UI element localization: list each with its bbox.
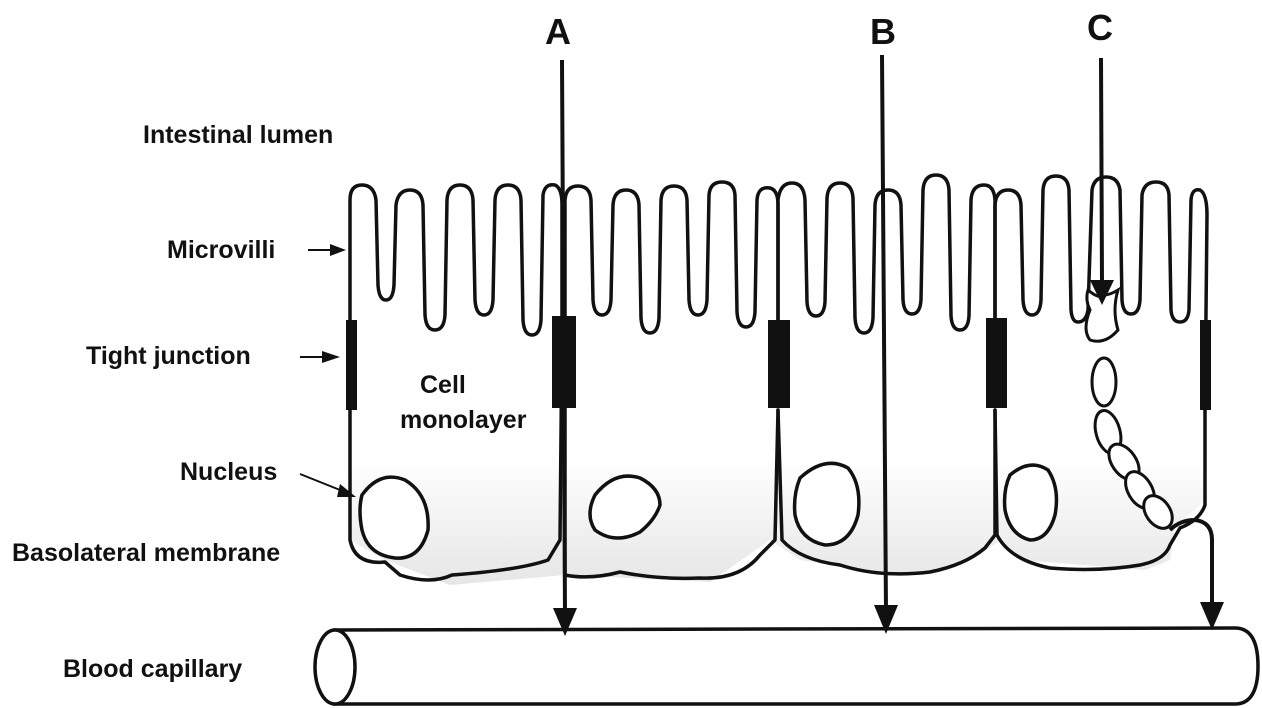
cell-monolayer-label-line1: Cell — [420, 371, 466, 399]
route-c-label: C — [1087, 7, 1113, 48]
nucleus-4 — [1005, 465, 1057, 540]
tight-junction-3 — [768, 320, 790, 408]
nucleus-3 — [795, 463, 859, 545]
cell-monolayer-label-line2: monolayer — [400, 406, 527, 434]
nucleus-1 — [360, 477, 428, 558]
microvilli-label: Microvilli — [167, 236, 275, 264]
tight-junction-pointer — [300, 351, 340, 363]
nucleus-label: Nucleus — [180, 458, 277, 486]
tight-junction-1 — [346, 320, 357, 410]
basolateral-membrane-label: Basolateral membrane — [12, 539, 280, 567]
tight-junction-5 — [1200, 320, 1211, 410]
microvilli-pointer — [308, 244, 346, 256]
blood-capillary — [315, 628, 1258, 704]
blood-capillary-label: Blood capillary — [63, 655, 242, 683]
tight-junction-4 — [986, 318, 1007, 408]
route-a-label: A — [545, 11, 571, 52]
route-b-label: B — [870, 11, 896, 52]
tight-junction-label: Tight junction — [86, 342, 251, 370]
intestinal-lumen-label: Intestinal lumen — [143, 121, 333, 149]
nucleus-pointer — [300, 474, 356, 497]
